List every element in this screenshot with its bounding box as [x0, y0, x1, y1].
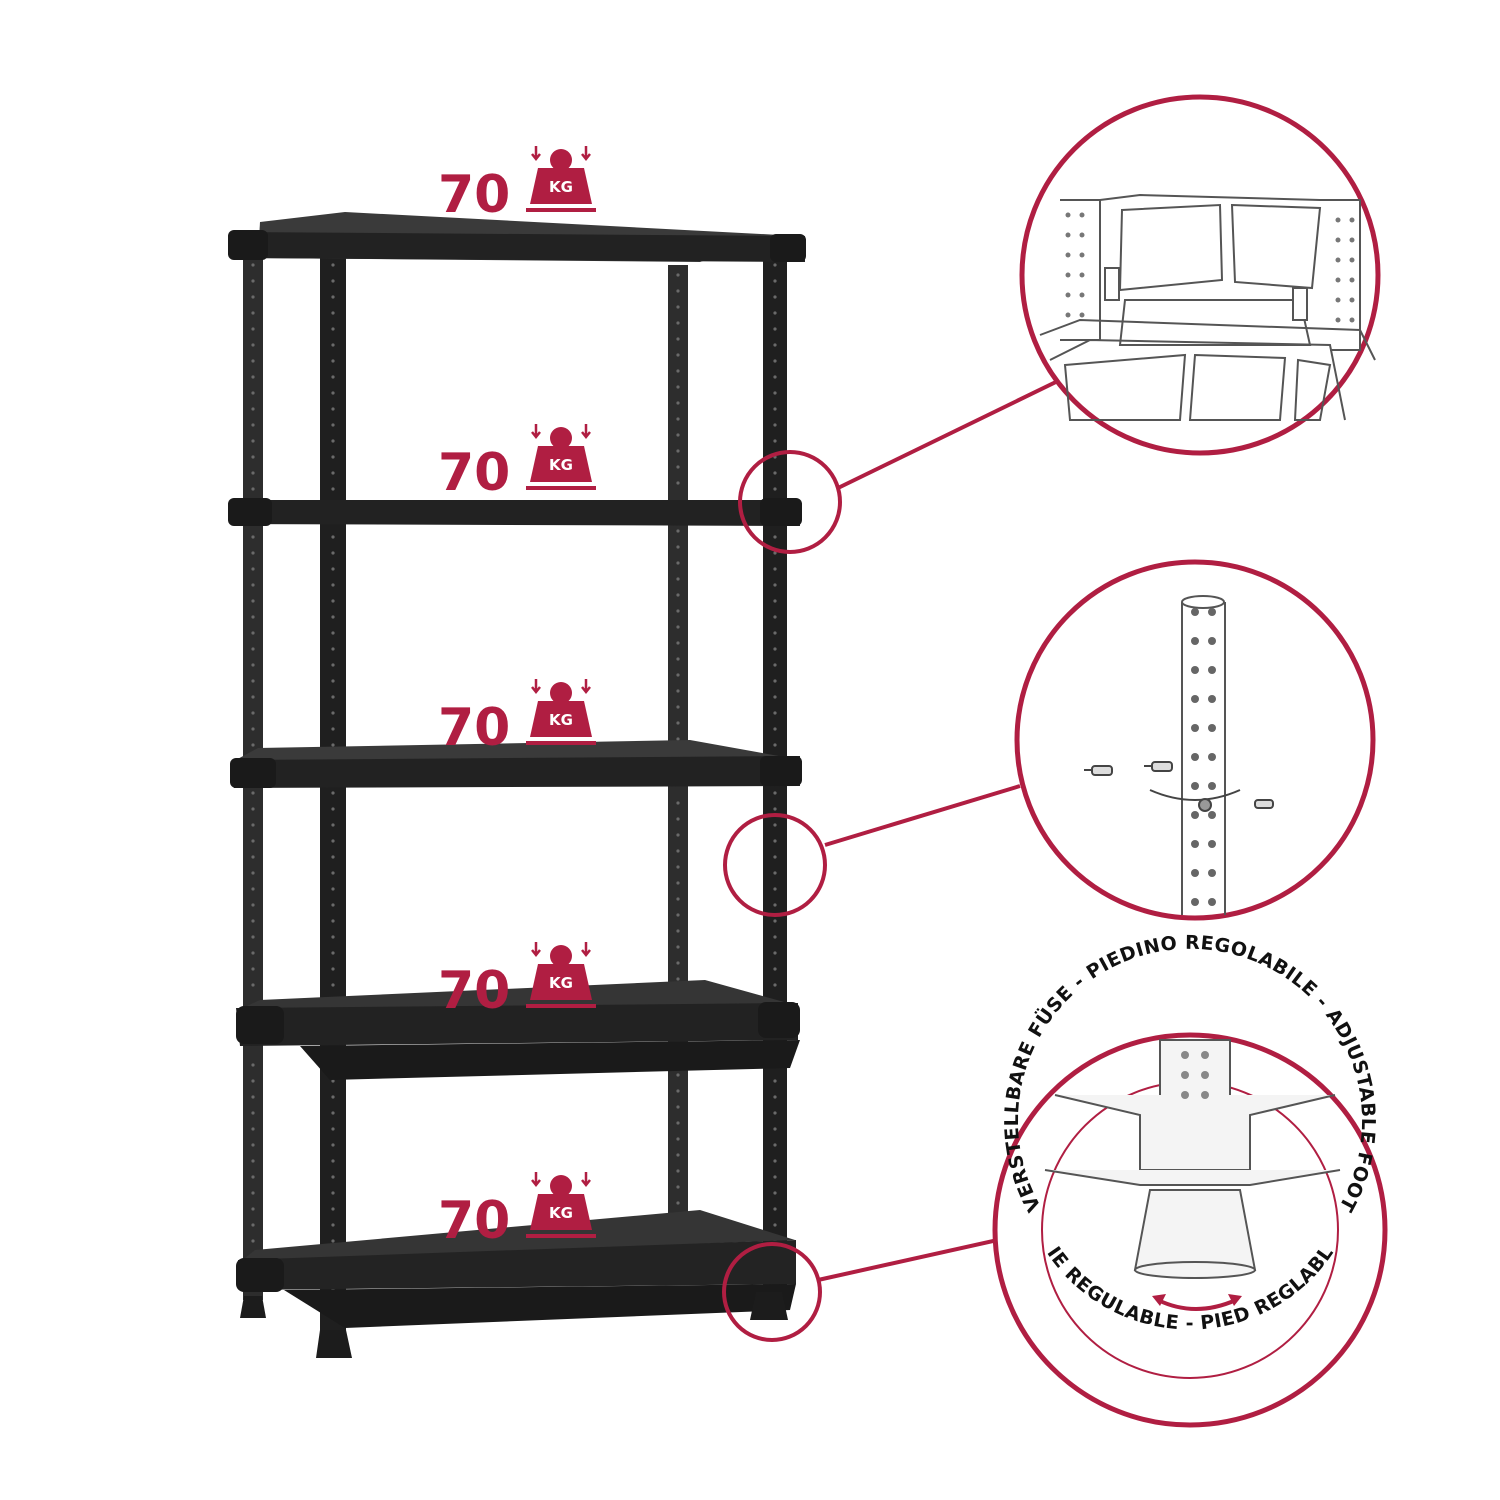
callout-line-screw	[824, 784, 1021, 847]
unit-label: KG	[549, 711, 573, 729]
callout-line-foot	[817, 1233, 1021, 1282]
load-label: 70 KG	[438, 146, 596, 225]
load-value: 70	[438, 443, 510, 503]
weight-icon: KG	[526, 146, 596, 212]
unit-label: KG	[549, 178, 573, 196]
load-value: 70	[438, 961, 510, 1021]
callout-circle-screw	[723, 813, 827, 917]
load-value: 70	[438, 1191, 510, 1251]
load-label: 70 KG	[438, 679, 596, 758]
callout-circle-connector	[738, 450, 842, 554]
unit-label: KG	[549, 974, 573, 992]
load-label: 70 KG	[438, 424, 596, 503]
pole-screw-detail	[1014, 559, 1376, 921]
load-value: 70	[438, 698, 510, 758]
load-label: 70 KG	[438, 1172, 596, 1251]
callout-line-connector	[837, 378, 1061, 490]
unit-label: KG	[549, 1204, 573, 1222]
shelf-connector-detail	[1019, 94, 1381, 456]
weight-icon: KG	[526, 424, 596, 490]
shelf-4	[236, 980, 800, 1080]
load-label: 70 KG	[438, 942, 596, 1021]
rotate-arrow-icon	[1157, 1298, 1237, 1311]
unit-label: KG	[549, 456, 573, 474]
weight-icon: KG	[526, 679, 596, 745]
shelf-bottom	[236, 1210, 796, 1328]
shelf-top	[228, 212, 806, 262]
callout-circle-foot	[722, 1242, 822, 1342]
pole-holes	[251, 263, 777, 1307]
weight-icon: KG	[526, 942, 596, 1008]
weight-icon: KG	[526, 1172, 596, 1238]
callouts	[722, 378, 1061, 1342]
shelving-unit	[228, 212, 806, 1358]
front-pole-left	[320, 255, 346, 1335]
feet	[240, 1292, 788, 1358]
load-value: 70	[438, 165, 510, 225]
shelf-3	[230, 740, 802, 788]
shelf-2	[228, 498, 802, 526]
